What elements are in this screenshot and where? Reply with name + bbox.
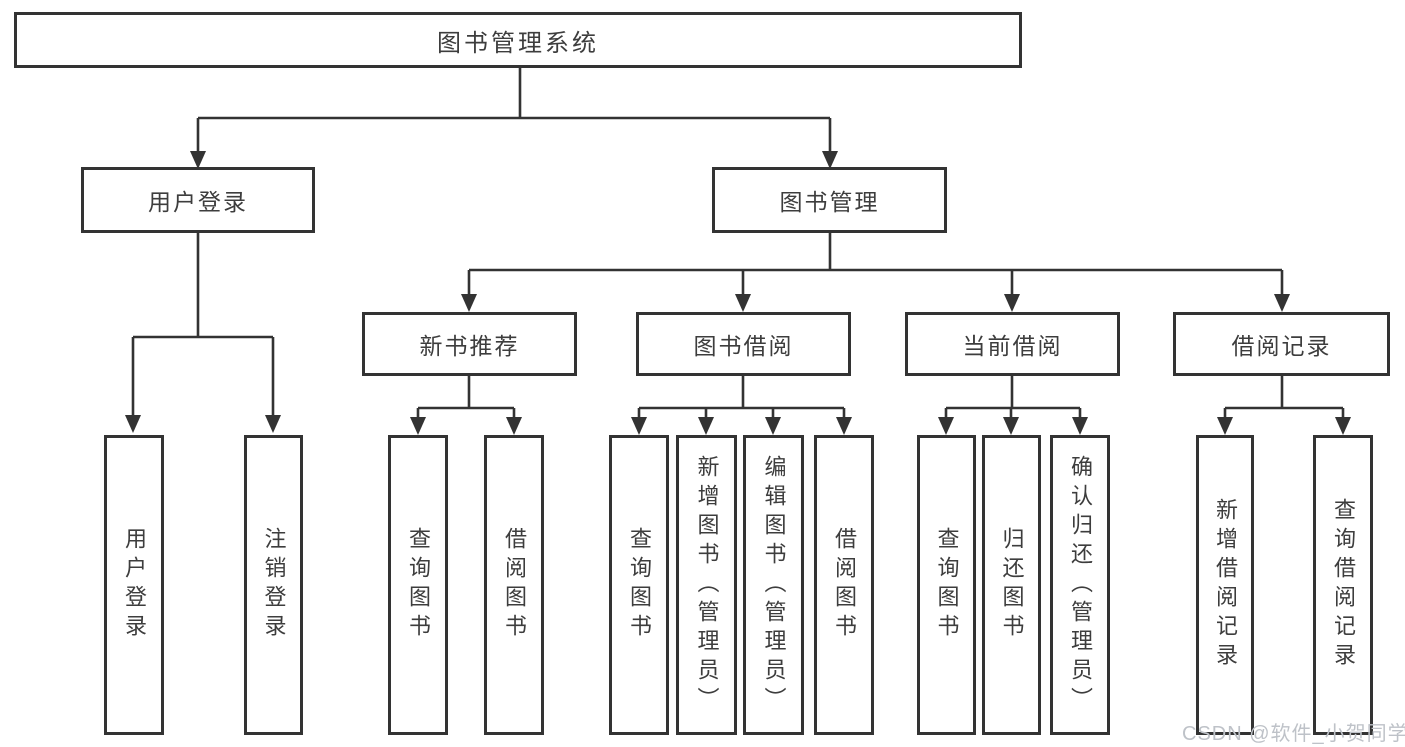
node-label: 用户登录 [148, 189, 248, 215]
node-label: 查询图书 [406, 527, 431, 643]
node-label: 查询图书 [934, 527, 960, 643]
node-new-book-recommend: 新书推荐 [362, 312, 577, 376]
node-label: 用户登录 [122, 527, 147, 643]
node-label: 新书推荐 [419, 333, 520, 359]
node-leaf-user-login: 用户登录 [104, 435, 164, 735]
node-rec-query-book: 查询图书 [388, 435, 448, 735]
node-cb-confirm-return: 确认归还（管理员） [1050, 435, 1110, 735]
node-label: 注销登录 [261, 527, 287, 643]
node-br-add-record: 新增借阅记录 [1196, 435, 1254, 735]
node-cb-return-book: 归还图书 [982, 435, 1041, 735]
node-cb-query-book: 查询图书 [917, 435, 976, 735]
node-label: 借阅图书 [832, 527, 857, 643]
node-book-borrowing: 图书借阅 [636, 312, 851, 376]
node-label: 归还图书 [999, 527, 1025, 643]
node-book-management: 图书管理 [712, 167, 947, 233]
node-bb-edit-book: 编辑图书（管理员） [743, 435, 804, 735]
node-label: 图书管理 [779, 189, 880, 215]
node-br-query-record: 查询借阅记录 [1313, 435, 1373, 735]
node-label: 编辑图书（管理员） [761, 454, 787, 716]
node-bb-query-book: 查询图书 [609, 435, 669, 735]
node-label: 新增图书（管理员） [694, 454, 720, 716]
node-leaf-logout: 注销登录 [244, 435, 303, 735]
node-label: 借阅记录 [1231, 333, 1332, 359]
node-label: 新增借阅记录 [1213, 498, 1238, 672]
node-label: 图书借阅 [693, 333, 794, 359]
node-label: 查询图书 [627, 527, 652, 643]
node-label: 查询借阅记录 [1331, 498, 1356, 672]
csdn-watermark: CSDN @软件_小贺同学 [1182, 723, 1405, 745]
node-label: 图书管理系统 [437, 29, 599, 57]
arrowheads [125, 151, 1351, 435]
node-bb-borrow-book: 借阅图书 [814, 435, 874, 735]
node-user-login: 用户登录 [81, 167, 315, 233]
node-label: 确认归还（管理员） [1068, 454, 1093, 716]
node-root: 图书管理系统 [14, 12, 1022, 68]
node-label: 借阅图书 [502, 527, 527, 643]
node-bb-add-book: 新增图书（管理员） [676, 435, 737, 735]
node-label: 当前借阅 [962, 333, 1063, 359]
node-borrow-records: 借阅记录 [1173, 312, 1390, 376]
node-rec-borrow-book: 借阅图书 [484, 435, 544, 735]
node-current-borrowing: 当前借阅 [905, 312, 1120, 376]
